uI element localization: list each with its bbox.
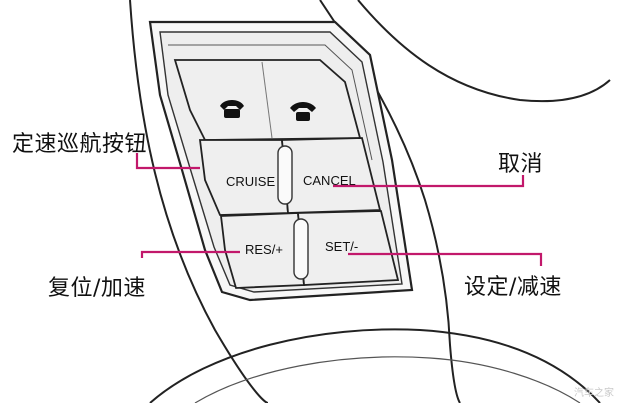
- hub-curve: [149, 328, 601, 403]
- leader-line-cruise: [135, 153, 200, 170]
- res-set-rocker: [293, 218, 309, 280]
- watermark: 汽车之家: [574, 388, 614, 399]
- leader-line-cancel: [333, 175, 525, 188]
- spoke-left-edge: [129, 0, 269, 403]
- callout-cancel: 取消: [498, 152, 544, 177]
- res-plus-button[interactable]: [219, 212, 305, 289]
- phone-hangup-icon: [290, 102, 316, 121]
- leader-line-set: [348, 252, 543, 266]
- phone-panel-divider: [261, 61, 273, 139]
- wheel-rim-inner: [357, 0, 611, 103]
- hub-curve-inner: [194, 356, 581, 403]
- cruise-button-label: CRUISE: [226, 174, 275, 189]
- callout-set-decelerate: 设定/减速: [464, 275, 562, 300]
- callout-cruise-button: 定速巡航按钮: [12, 132, 148, 157]
- cancel-button-label: CANCEL: [303, 173, 356, 188]
- callout-resume-accelerate: 复位/加速: [48, 276, 146, 301]
- control-panel-bezel-ridge: [168, 44, 373, 161]
- set-button-label: SET/-: [325, 239, 358, 254]
- res-button-label: RES/+: [245, 242, 283, 257]
- leader-line-res: [140, 250, 240, 258]
- cruise-cancel-rocker: [277, 145, 293, 205]
- phone-pickup-icon: [220, 100, 244, 118]
